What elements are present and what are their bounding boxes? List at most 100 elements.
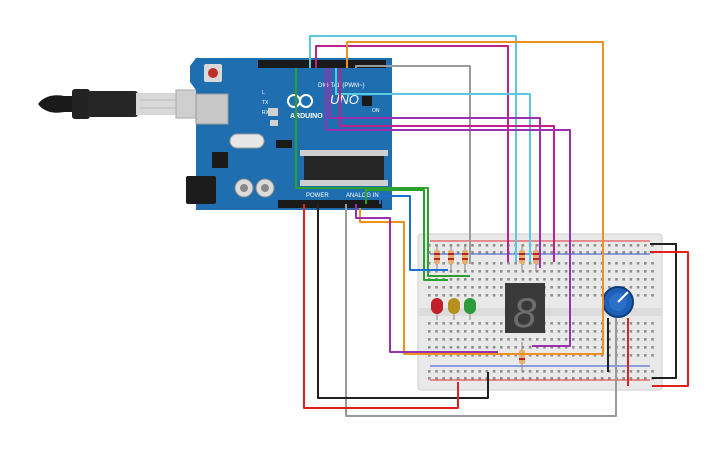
breadboard-hole: [644, 322, 647, 325]
breadboard-hole: [615, 262, 618, 265]
power-jack: [186, 176, 216, 204]
breadboard-hole: [564, 354, 568, 357]
breadboard-hole: [428, 330, 431, 333]
breadboard-hole: [644, 338, 647, 341]
breadboard-hole: [492, 244, 496, 247]
breadboard-hole: [500, 251, 503, 254]
breadboard-hole: [435, 322, 438, 325]
breadboard-hole: [608, 346, 611, 349]
breadboard-hole: [636, 262, 640, 265]
breadboard-hole: [464, 370, 467, 373]
breadboard-hole: [651, 370, 654, 373]
breadboard-hole: [435, 354, 438, 357]
breadboard-hole: [442, 262, 445, 265]
breadboard-hole: [521, 278, 525, 281]
breadboard-hole: [428, 294, 431, 297]
breadboard-hole: [428, 262, 431, 265]
breadboard-hole: [471, 286, 474, 289]
breadboard-hole: [629, 354, 633, 357]
breadboard-hole: [442, 377, 445, 380]
resistor-3: [462, 244, 468, 272]
breadboard-hole: [449, 370, 453, 373]
breadboard-hole: [543, 278, 546, 281]
breadboard-hole: [550, 286, 553, 289]
breadboard-hole: [456, 244, 460, 247]
breadboard-hole: [622, 251, 625, 254]
breadboard-hole: [586, 322, 589, 325]
breadboard-hole: [471, 377, 474, 380]
breadboard-hole: [521, 270, 525, 273]
breadboard-hole: [492, 262, 496, 265]
breadboard-hole: [478, 330, 481, 333]
breadboard-hole: [615, 270, 618, 273]
breadboard-hole: [636, 370, 640, 373]
breadboard-hole: [572, 294, 575, 297]
breadboard-hole: [572, 330, 575, 333]
breadboard-hole: [442, 251, 445, 254]
breadboard-hole: [471, 370, 474, 373]
breadboard-hole: [586, 370, 589, 373]
breadboard-hole: [579, 251, 582, 254]
breadboard-hole: [593, 278, 597, 281]
breadboard-hole: [478, 244, 481, 247]
analog-label: ANALOG IN: [346, 193, 379, 199]
breadboard-hole: [629, 262, 633, 265]
leds: [431, 298, 476, 320]
breadboard-hole: [442, 286, 445, 289]
breadboard-hole: [608, 278, 611, 281]
breadboard-hole: [478, 338, 481, 341]
breadboard-hole: [629, 346, 633, 349]
breadboard-hole: [500, 286, 503, 289]
breadboard-hole: [579, 346, 582, 349]
wires: [295, 35, 689, 417]
breadboard-hole: [593, 244, 597, 247]
breadboard-hole: [586, 330, 589, 333]
breadboard-hole: [528, 354, 532, 357]
breadboard-hole: [528, 377, 532, 380]
breadboard-hole: [449, 278, 453, 281]
breadboard-hole: [557, 370, 561, 373]
breadboard-hole: [471, 346, 474, 349]
breadboard-hole: [651, 354, 654, 357]
breadboard-hole: [644, 251, 647, 254]
breadboard-hole: [557, 354, 561, 357]
breadboard-hole: [593, 330, 597, 333]
breadboard-hole: [536, 370, 539, 373]
wire-purple-3: [355, 204, 498, 353]
breadboard-hole: [593, 354, 597, 357]
breadboard-hole: [435, 370, 438, 373]
breadboard-hole: [572, 244, 575, 247]
breadboard-hole: [572, 354, 575, 357]
breadboard-hole: [428, 377, 431, 380]
breadboard-hole: [572, 278, 575, 281]
breadboard-hole: [586, 338, 589, 341]
breadboard-hole: [478, 278, 481, 281]
breadboard-hole: [579, 244, 582, 247]
breadboard-hole: [485, 377, 489, 380]
breadboard-hole: [629, 286, 633, 289]
breadboard-hole: [622, 262, 625, 265]
breadboard-hole: [564, 294, 568, 297]
breadboard-hole: [572, 370, 575, 373]
breadboard-hole: [456, 251, 460, 254]
breadboard-hole: [456, 377, 460, 380]
breadboard-hole: [586, 278, 589, 281]
tx-label: TX: [262, 100, 269, 106]
breadboard-hole: [543, 244, 546, 247]
wire-magenta-1: [315, 45, 509, 262]
breadboard-hole: [564, 322, 568, 325]
resistor-5: [533, 244, 539, 272]
breadboard-hole: [456, 370, 460, 373]
breadboard-hole: [514, 270, 517, 273]
breadboard-hole: [478, 262, 481, 265]
breadboard-hole: [536, 346, 539, 349]
breadboard-hole: [478, 346, 481, 349]
breadboard-hole: [492, 354, 496, 357]
breadboard-hole: [435, 330, 438, 333]
breadboard-hole: [521, 346, 525, 349]
breadboard-hole: [579, 270, 582, 273]
breadboard-hole: [550, 330, 553, 333]
breadboard-hole: [608, 330, 611, 333]
power-label: POWER: [306, 193, 329, 199]
digital-header: [258, 60, 386, 68]
